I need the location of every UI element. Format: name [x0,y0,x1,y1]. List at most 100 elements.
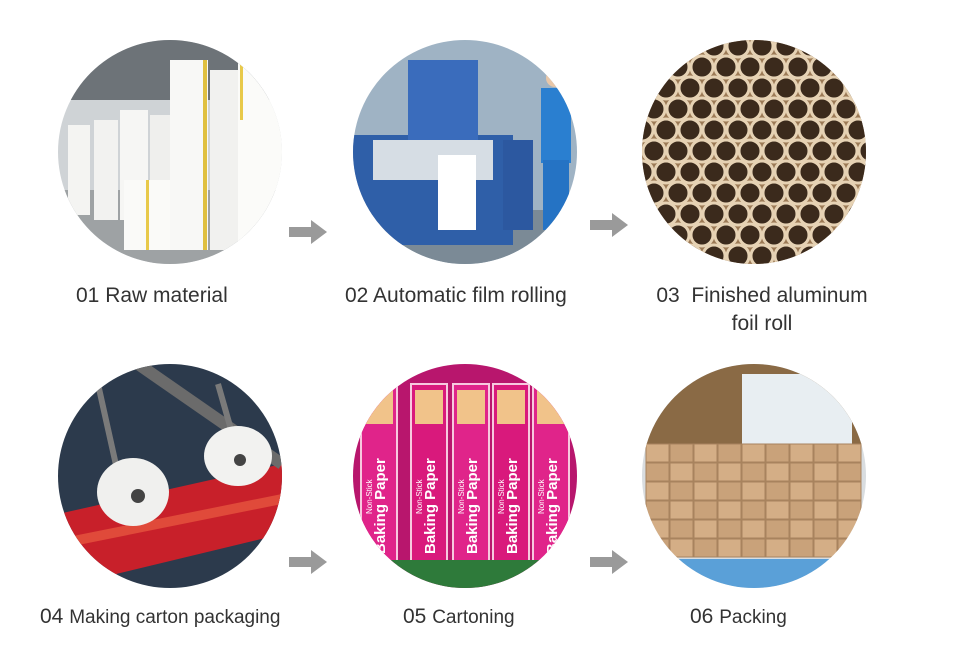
tube-end [689,138,715,164]
tube-end [642,40,655,59]
tube-end [713,96,739,122]
carton-box [717,538,742,558]
tube-end [845,75,866,101]
tube-end [833,222,859,248]
tube-end [797,75,823,101]
tube-end [845,117,866,143]
carton-box [645,500,670,520]
tube-end [642,180,667,206]
carton-box [765,538,790,558]
step-name: Packing [719,607,787,628]
tube-end [653,201,679,227]
tube-end [642,54,667,80]
carton-box [741,462,766,482]
step-name-line2: foil roll [731,312,793,335]
carton-box [837,481,862,501]
carton-box [669,519,694,539]
tube-end [642,243,655,264]
box-image [457,390,485,424]
carton-box [765,462,790,482]
carton-box [837,462,862,482]
tube-end [689,180,715,206]
tube-end [725,40,751,59]
tube-end [773,201,799,227]
tube-end [833,180,859,206]
carton-box [693,519,718,539]
carton-box [765,500,790,520]
tube-end [725,159,751,185]
carton-box [717,462,742,482]
carton-box [645,538,670,558]
tube-end [749,75,775,101]
carton-box [765,481,790,501]
tube-end [857,139,866,163]
carton-box [837,500,862,520]
tube-end [773,75,799,101]
tube-end [713,180,739,206]
step-name: Raw material [105,284,228,307]
box-sublabel: Non-Stick [457,478,466,514]
tube-end [773,159,799,185]
step-label-03: 03 Finished aluminum foil roll [632,282,892,338]
tube-end [797,117,823,143]
carton-box [789,538,814,558]
box-label: Baking Paper [464,458,481,554]
carton-box [813,519,838,539]
tube-end [677,201,703,227]
carton-box [813,481,838,501]
step-name: Making carton packaging [69,607,281,628]
tube-end [725,243,751,264]
arrow-right-icon [289,548,329,576]
carton-box [669,462,694,482]
step-number: 01 [76,284,100,307]
box-label: Baking Paper [372,458,389,554]
tube-end [773,40,799,59]
tube-end [653,159,679,185]
carton-box [741,500,766,520]
box-image [497,390,525,424]
tube-end [809,222,835,248]
box-label: Baking Paper [504,458,521,554]
tube-end [689,96,715,122]
tube-end [845,40,866,59]
carton-box [813,500,838,520]
tube-end [773,117,799,143]
tube-end [677,40,703,59]
finished-foil-roll-tubes-photo [642,40,866,264]
carton-box [741,538,766,558]
tube-end [737,138,763,164]
tube-end [665,54,691,80]
tube-end [713,138,739,164]
tube-end [833,54,859,80]
step-name: Automatic film rolling [373,284,567,307]
carton-box [765,519,790,539]
step-number: 02 [345,284,369,307]
tube-end [749,117,775,143]
carton-box [789,500,814,520]
tube-end [701,243,727,264]
tube-end [642,75,655,101]
box-sublabel: Non-Stick [537,478,546,514]
carton-box [693,500,718,520]
tube-end [665,222,691,248]
step-name: Finished aluminum [691,284,868,307]
tube-end [749,243,775,264]
carton-box [765,443,790,463]
film-rolling-machine-photo [353,40,577,264]
box-label: Baking Paper [422,458,439,554]
tube-end [642,96,667,122]
tube-end [737,54,763,80]
tube-end [701,201,727,227]
tube-end [761,138,787,164]
tube-end [821,75,847,101]
tube-end [642,138,667,164]
carton-box [645,519,670,539]
tube-end [809,54,835,80]
carton-box [645,481,670,501]
tube-end [797,40,823,59]
box-sublabel: Non-Stick [415,478,424,514]
tube-end [701,117,727,143]
tube-end [642,222,667,248]
carton-box [717,481,742,501]
tube-end [821,117,847,143]
